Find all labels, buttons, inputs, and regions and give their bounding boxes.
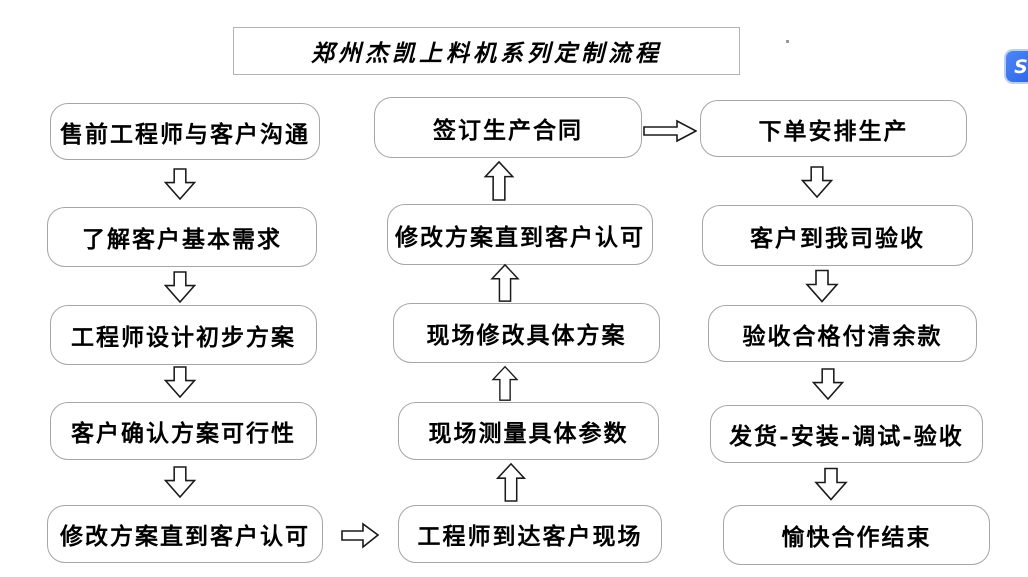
arrow-up-icon <box>483 160 515 201</box>
step-onsite-measure: 现场测量具体参数 <box>398 402 659 460</box>
step-presale-communication: 售前工程师与客户沟通 <box>50 103 320 160</box>
step-label: 客户确认方案可行性 <box>71 420 296 447</box>
step-revise-until-approved-2: 修改方案直到客户认可 <box>387 204 653 265</box>
arrow-down-icon <box>163 366 197 398</box>
arrow-up-icon <box>489 263 521 302</box>
arrow-down-icon <box>814 467 848 501</box>
step-label: 签订生产合同 <box>433 116 583 144</box>
arrow-down-icon <box>800 166 834 198</box>
step-engineer-arrives: 工程师到达客户现场 <box>398 505 662 563</box>
step-customer-acceptance: 客户到我司验收 <box>702 205 973 266</box>
step-label: 了解客户基本需求 <box>82 226 282 253</box>
arrow-up-icon <box>495 462 527 502</box>
step-label: 验收合格付清余款 <box>742 322 943 350</box>
step-label: 客户到我司验收 <box>750 224 925 252</box>
step-place-order: 下单安排生产 <box>700 100 967 157</box>
step-revise-until-approved-1: 修改方案直到客户认可 <box>47 505 323 563</box>
screenshot-tool-icon[interactable]: S <box>1006 51 1028 82</box>
step-ship-install-debug: 发货-安装-调试-验收 <box>710 405 983 463</box>
arrow-down-icon <box>163 168 197 200</box>
step-label: 售前工程师与客户沟通 <box>60 120 310 148</box>
step-onsite-modify-plan: 现场修改具体方案 <box>393 303 660 363</box>
arrow-right-icon <box>341 522 379 549</box>
page-title: 郑州杰凯上料机系列定制流程 <box>311 40 662 67</box>
step-confirm-feasibility: 客户确认方案可行性 <box>50 402 317 460</box>
title-box: 郑州杰凯上料机系列定制流程 <box>233 27 740 75</box>
speck-dot <box>786 40 789 43</box>
step-label: 工程师设计初步方案 <box>71 324 296 351</box>
arrow-down-icon <box>811 368 845 400</box>
arrow-down-icon <box>163 466 197 498</box>
step-label: 现场测量具体参数 <box>428 420 629 447</box>
step-label: 修改方案直到客户认可 <box>395 223 645 251</box>
step-label: 修改方案直到客户认可 <box>60 523 310 550</box>
arrow-down-icon <box>163 271 197 303</box>
arrow-down-icon <box>805 269 839 303</box>
step-sign-contract: 签订生产合同 <box>374 97 642 158</box>
step-label: 下单安排生产 <box>758 117 909 145</box>
step-label: 工程师到达客户现场 <box>417 523 643 550</box>
step-pay-balance: 验收合格付清余款 <box>708 305 977 362</box>
step-label: 发货-安装-调试-验收 <box>729 423 964 450</box>
step-label: 现场修改具体方案 <box>426 322 627 349</box>
arrow-up-icon <box>489 365 521 401</box>
step-understand-needs: 了解客户基本需求 <box>47 207 317 267</box>
step-initial-design: 工程师设计初步方案 <box>50 305 317 365</box>
screenshot-tool-glyph: S <box>1014 55 1028 78</box>
step-cooperation-end: 愉快合作结束 <box>723 505 990 565</box>
step-label: 愉快合作结束 <box>781 524 932 551</box>
arrow-right-icon <box>643 119 697 143</box>
